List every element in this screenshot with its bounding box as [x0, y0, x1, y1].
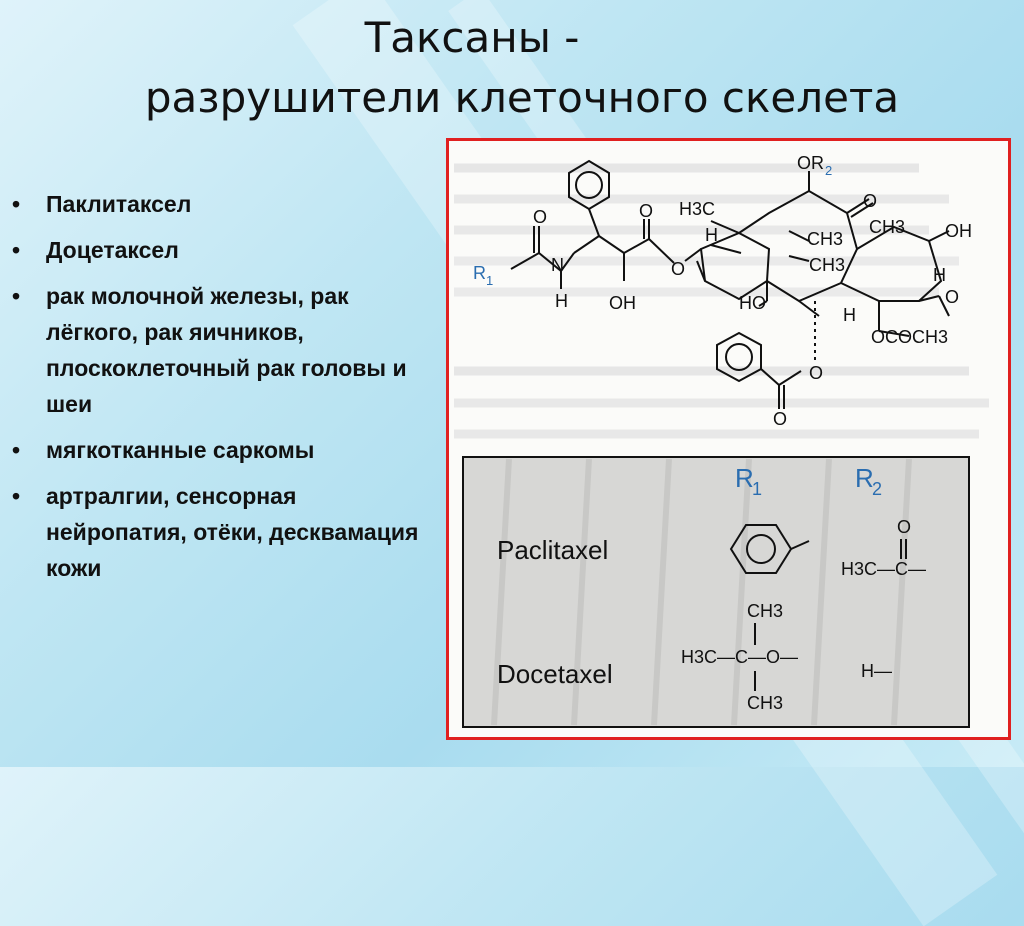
bullet-text: рак молочной железы, рак лёгкого, рак яи… — [46, 283, 407, 417]
table-bonds — [754, 539, 907, 691]
table-header-r2-sub: 2 — [872, 479, 882, 499]
list-item: • Паклитаксел — [8, 186, 428, 222]
docetaxel-r1-top: CH3 — [747, 601, 783, 621]
bullet-text: Доцетаксел — [46, 237, 179, 263]
bullet-marker: • — [12, 483, 21, 509]
list-item: • рак молочной железы, рак лёгкого, рак я… — [8, 278, 428, 422]
label-n: N — [551, 255, 564, 275]
bullet-list: • Паклитаксел • Доцетаксел • рак молочной ж… — [8, 186, 428, 596]
bullet-text: Паклитаксел — [46, 191, 192, 217]
bullet-marker: • — [12, 283, 21, 309]
chemical-structure-diagram: OR 2 R 1 H3C CH3 CH3 CH3 OH OH HO O O O … — [449, 141, 1008, 737]
docetaxel-r2: H— — [861, 661, 892, 681]
paclitaxel-r2: H3C—C— — [841, 559, 926, 579]
structure-atom-labels: OR 2 R 1 H3C CH3 CH3 CH3 OH OH HO O O O … — [473, 153, 972, 429]
label-h-bottom: H — [843, 305, 856, 325]
label-o-benzoate-carbonyl: O — [773, 409, 787, 429]
label-r1-sub: 1 — [486, 273, 493, 288]
label-r1: R — [473, 263, 486, 283]
label-or2: OR — [797, 153, 824, 173]
substituent-table: R 1 R 2 Paclitaxel Docetaxel O H3C—C— CH… — [462, 456, 970, 728]
label-o-benzoate: O — [809, 363, 823, 383]
list-item: • мягкотканные саркомы — [8, 432, 428, 468]
label-o-ester: O — [639, 201, 653, 221]
bullet-text: артралгии, сенсорная нейропатия, отёки, … — [46, 483, 419, 581]
label-h-n: H — [555, 291, 568, 311]
label-ch3-b: CH3 — [807, 229, 843, 249]
title-line-1: Таксаны - — [364, 13, 580, 62]
table-header-r1-sub: 1 — [752, 479, 762, 499]
list-item: • артралгии, сенсорная нейропатия, отёки,… — [8, 478, 428, 586]
label-o-carbonyl: O — [863, 191, 877, 211]
label-o-epoxide: O — [945, 287, 959, 307]
list-item: • Доцетаксел — [8, 232, 428, 268]
taxane-core-bonds — [510, 159, 950, 409]
label-o-link: O — [671, 259, 685, 279]
label-ch3-c: CH3 — [809, 255, 845, 275]
label-oh-mid: OH — [609, 293, 636, 313]
taxane-structure-figure: OR 2 R 1 H3C CH3 CH3 CH3 OH OH HO O O O … — [446, 138, 1011, 740]
docetaxel-r1-bottom: CH3 — [747, 693, 783, 713]
bullet-marker: • — [12, 191, 21, 217]
label-r2-sub: 2 — [825, 163, 832, 178]
table-header-r2: R — [855, 463, 874, 493]
title-line-2: разрушители клеточного скелета — [144, 73, 900, 122]
slide-title: Таксаны - разрушители клеточного скелета — [0, 8, 1024, 128]
label-ocoach3: OCOCH3 — [871, 327, 948, 347]
docetaxel-label: Docetaxel — [497, 659, 613, 689]
label-h-right: H — [933, 265, 946, 285]
label-h3c: H3C — [679, 199, 715, 219]
bullet-marker: • — [12, 237, 21, 263]
label-oh-top: OH — [945, 221, 972, 241]
paclitaxel-label: Paclitaxel — [497, 535, 608, 565]
label-ch3-a: CH3 — [869, 217, 905, 237]
label-h-left: H — [705, 225, 718, 245]
table-texture — [491, 458, 912, 726]
label-o-amide: O — [533, 207, 547, 227]
bullet-marker: • — [12, 437, 21, 463]
paclitaxel-r2-o: O — [897, 517, 911, 537]
table-header-r1: R — [735, 463, 754, 493]
bullet-text: мягкотканные саркомы — [46, 437, 315, 463]
label-ho: HO — [739, 293, 766, 313]
phenyl-r1-drawing — [729, 524, 810, 574]
docetaxel-r1: H3C—C—O— — [681, 647, 798, 667]
